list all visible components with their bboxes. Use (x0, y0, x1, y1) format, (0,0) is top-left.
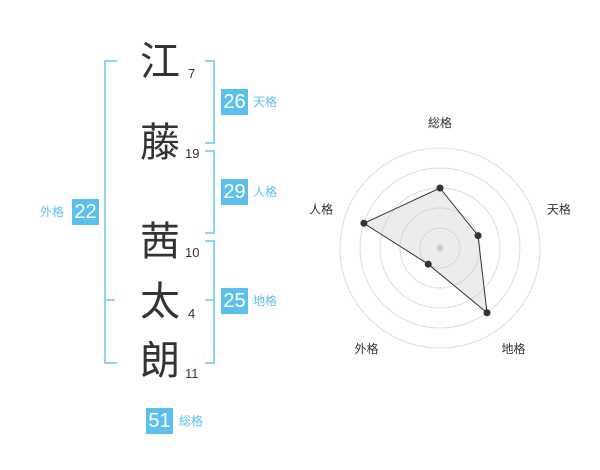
tenkaku-label: 天格 (253, 95, 278, 109)
jinkaku-label: 人格 (253, 185, 278, 199)
chikaku-bracket (205, 240, 215, 364)
gaikaku-bracket-tick (104, 299, 115, 301)
radar-point (360, 219, 368, 227)
chikaku-label: 地格 (253, 294, 278, 308)
radar-axis-label: 天格 (547, 201, 571, 216)
radar-point (474, 232, 482, 240)
radar-ring (339, 147, 541, 349)
tenkaku-value: 26 (221, 89, 248, 115)
gaikaku-value: 22 (72, 199, 99, 225)
radar-point (436, 184, 444, 192)
name-char-2: 藤 (140, 120, 180, 166)
radar-ring (419, 227, 461, 269)
stroke-count-1: 7 (188, 66, 196, 81)
tenkaku-bracket (205, 60, 215, 144)
name-char-5: 朗 (140, 338, 180, 384)
stroke-count-2: 19 (185, 146, 200, 161)
radar-ring (359, 167, 521, 329)
soukaku-value: 51 (146, 408, 173, 434)
radar-axis-label: 外格 (355, 341, 379, 356)
radar-axis-label: 人格 (309, 201, 333, 216)
chikaku-bracket-tick (205, 299, 213, 301)
radar-point (424, 260, 432, 268)
radar-axis-label: 総格 (428, 115, 452, 130)
radar-axis-label: 地格 (501, 341, 525, 356)
stroke-count-3: 10 (185, 245, 200, 260)
name-char-1: 江 (140, 39, 180, 85)
gaikaku-bracket (104, 60, 117, 364)
name-char-4: 太 (140, 279, 180, 325)
chikaku-value: 25 (221, 288, 248, 314)
radar-point (483, 309, 491, 317)
name-char-3: 茜 (140, 219, 180, 265)
stroke-count-4: 4 (188, 306, 196, 321)
jinkaku-bracket (205, 150, 215, 234)
stroke-count-5: 11 (185, 366, 199, 381)
jinkaku-value: 29 (221, 179, 248, 205)
radar-area (362, 187, 488, 314)
soukaku-label: 総格 (179, 414, 204, 428)
gaikaku-label: 外格 (40, 205, 65, 219)
radar-center (436, 244, 444, 252)
radar-ring (399, 207, 481, 289)
